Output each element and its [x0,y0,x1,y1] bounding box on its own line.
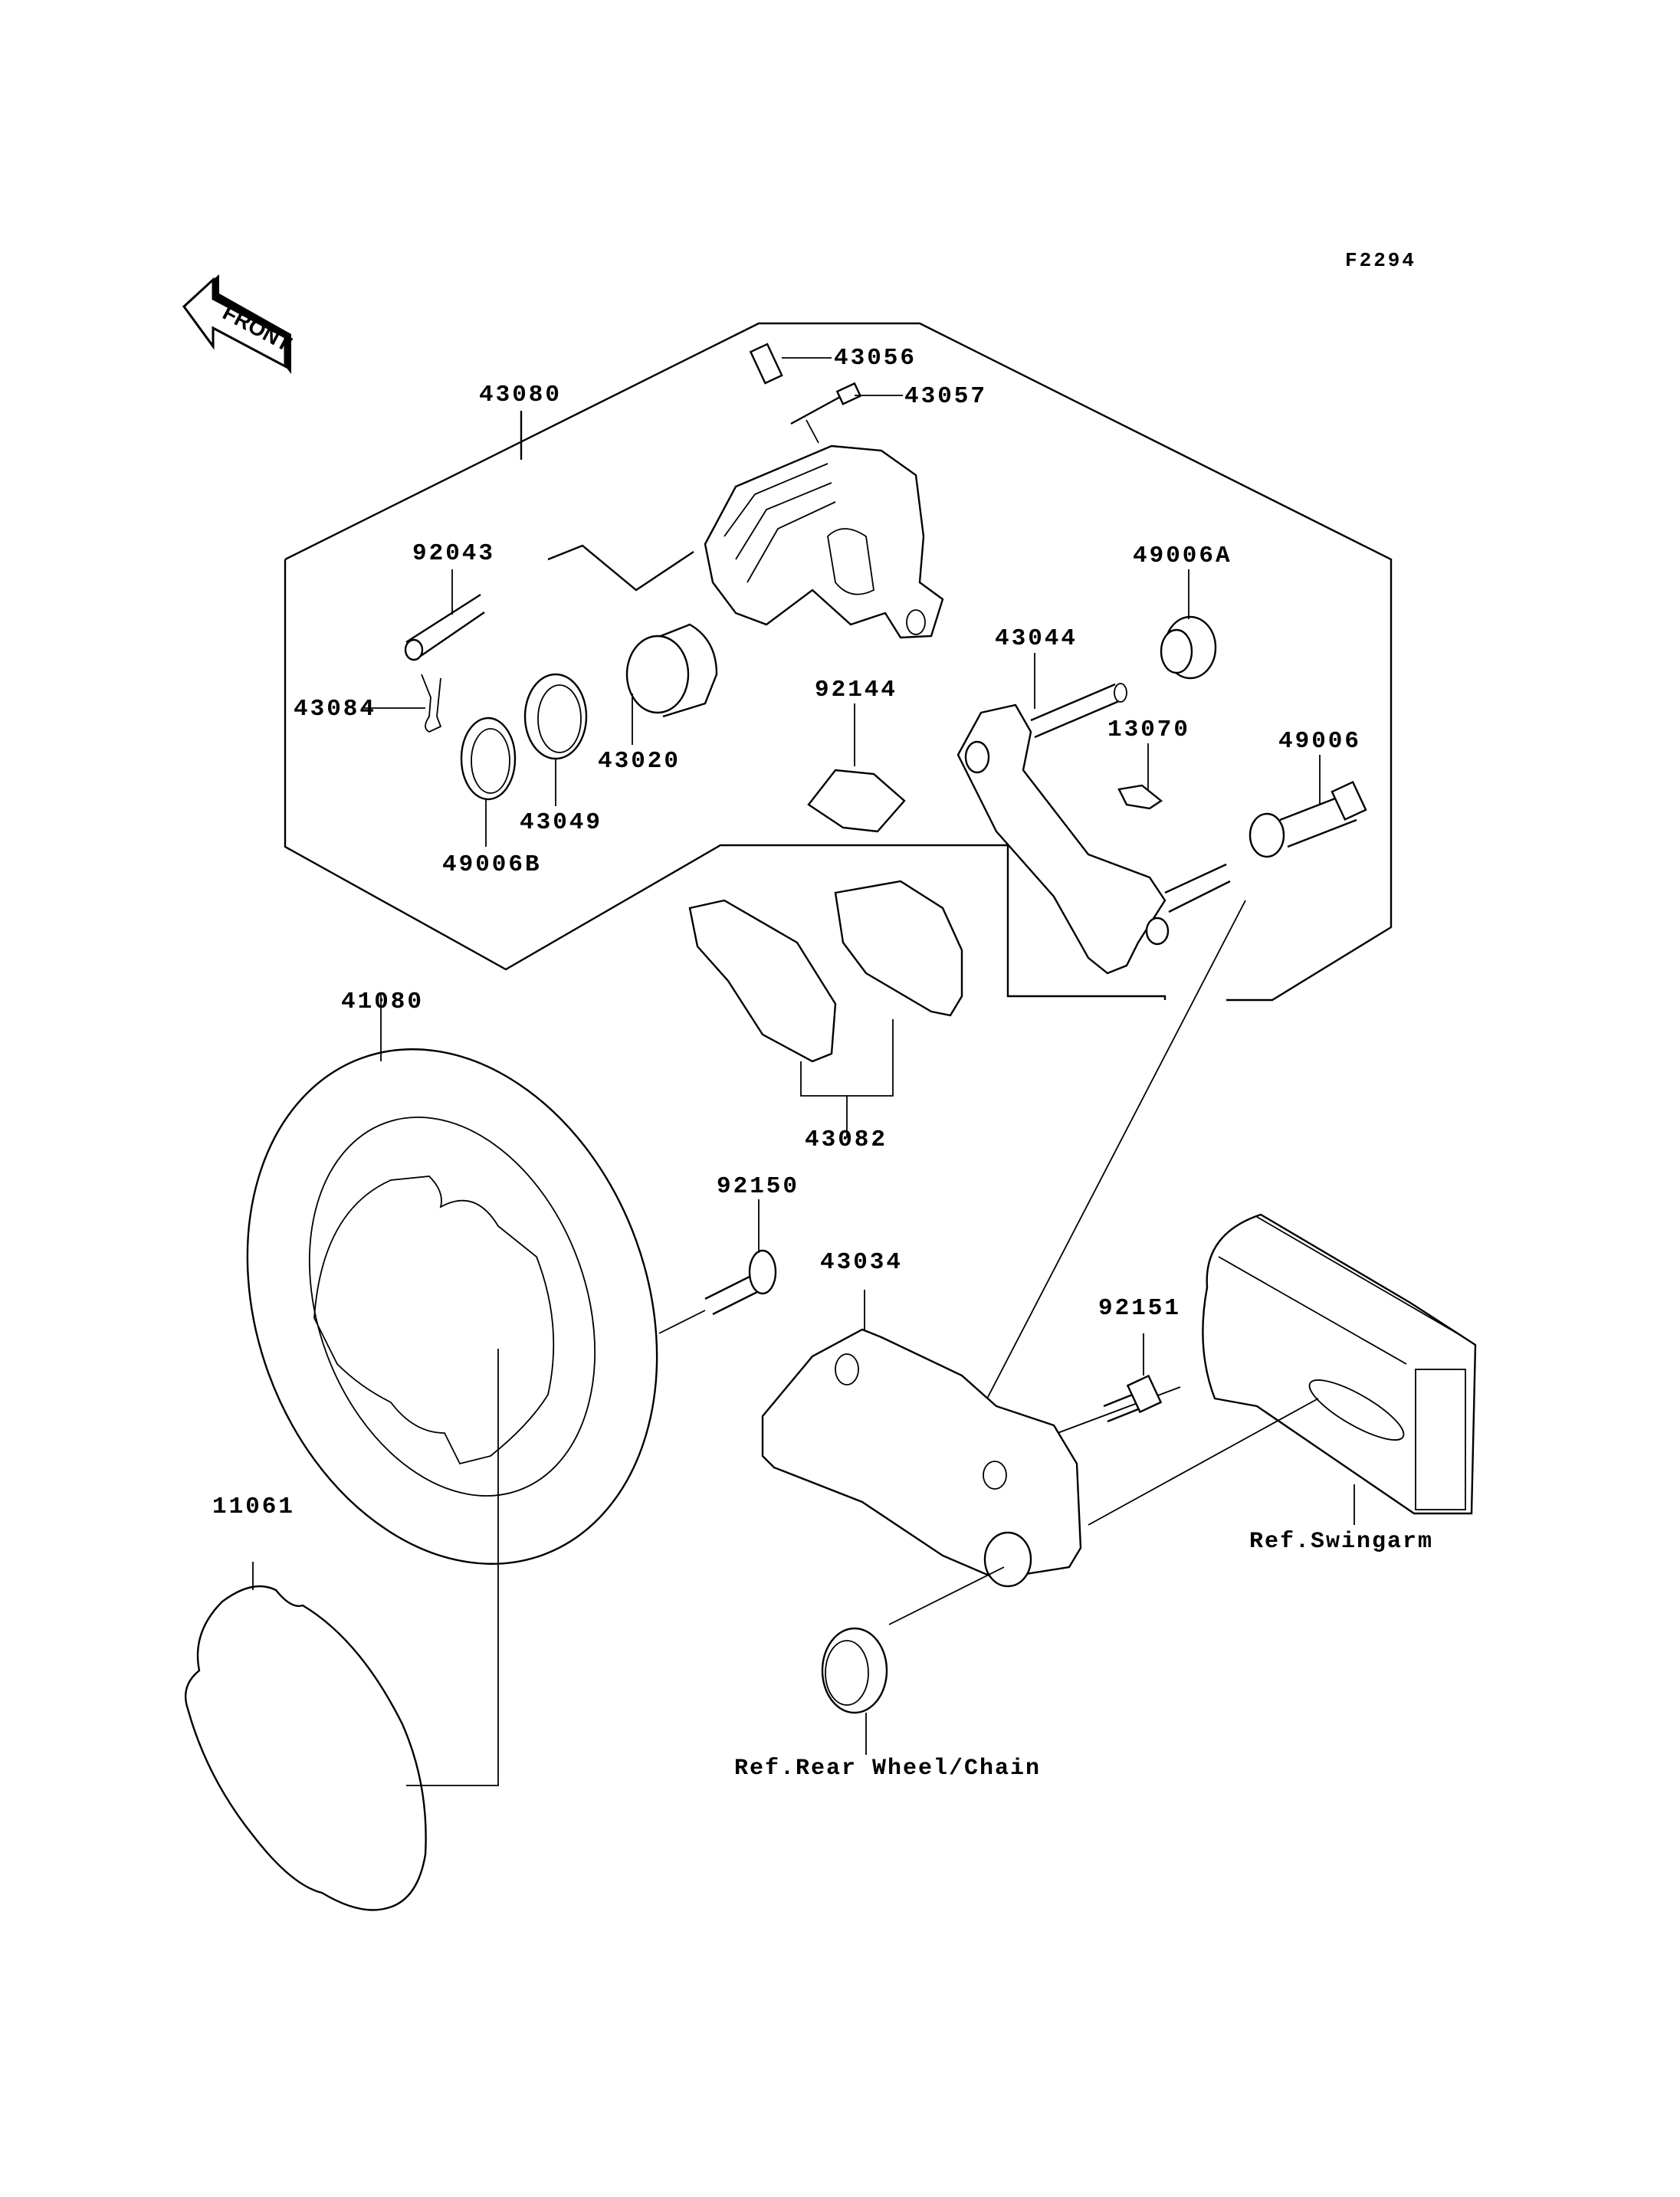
disc-bolt-part [658,1199,777,1334]
caliper-body-part [704,444,944,639]
part-label-43044[interactable]: 43044 [995,625,1078,652]
bushing-bolt-part [1249,755,1367,858]
bleeder-valve-part [749,343,832,385]
front-arrow-icon: FRONT [182,274,295,374]
carrier-bolt-part [1103,1333,1163,1423]
disc-gasket-part [184,1349,499,1911]
part-label-49006B[interactable]: 49006B [442,851,542,878]
ref-swingarm-label[interactable]: Ref.Swingarm [1249,1529,1434,1555]
pin-part [404,569,485,661]
part-label-92043[interactable]: 92043 [412,540,496,567]
brake-pads-part [688,880,963,1138]
part-label-49006A[interactable]: 49006A [1133,543,1232,569]
part-label-43034[interactable]: 43034 [820,1249,904,1276]
bleeder-cap-part [790,382,903,444]
part-label-43080[interactable]: 43080 [479,382,563,408]
part-label-43056[interactable]: 43056 [834,345,917,372]
clip-13070-part [1117,743,1163,810]
piston-seal-part [523,673,588,806]
pad-spring-part [807,703,906,833]
swingarm-ref-part [1088,1213,1477,1526]
wheel-collar-ref-part [821,1566,1005,1755]
caliper-assembly-outline [284,559,1166,1000]
bushing-a-part [1160,569,1217,680]
part-label-43082[interactable]: 43082 [805,1126,888,1153]
ref-rear-wheel-chain-label[interactable]: Ref.Rear Wheel/Chain [734,1756,1042,1782]
part-label-43084[interactable]: 43084 [294,696,377,723]
part-label-43049[interactable]: 43049 [520,809,603,836]
part-label-92150[interactable]: 92150 [717,1173,800,1200]
part-label-49006[interactable]: 49006 [1278,728,1362,755]
part-label-92144[interactable]: 92144 [815,677,898,703]
part-label-92151[interactable]: 92151 [1098,1295,1182,1322]
piston-part [625,623,718,745]
part-label-11061[interactable]: 11061 [212,1494,296,1520]
part-label-43020[interactable]: 43020 [598,748,681,775]
dust-seal-part [460,716,517,847]
part-label-13070[interactable]: 13070 [1107,716,1191,743]
part-label-41080[interactable]: 41080 [341,989,425,1015]
part-label-43057[interactable]: 43057 [904,383,988,410]
clip-part [364,674,442,733]
caliper-carrier-part [761,1290,1181,1588]
diagram-code: F2294 [1345,249,1417,272]
caliper-bracket-part [956,653,1231,975]
brake-disc-part [246,995,658,1565]
